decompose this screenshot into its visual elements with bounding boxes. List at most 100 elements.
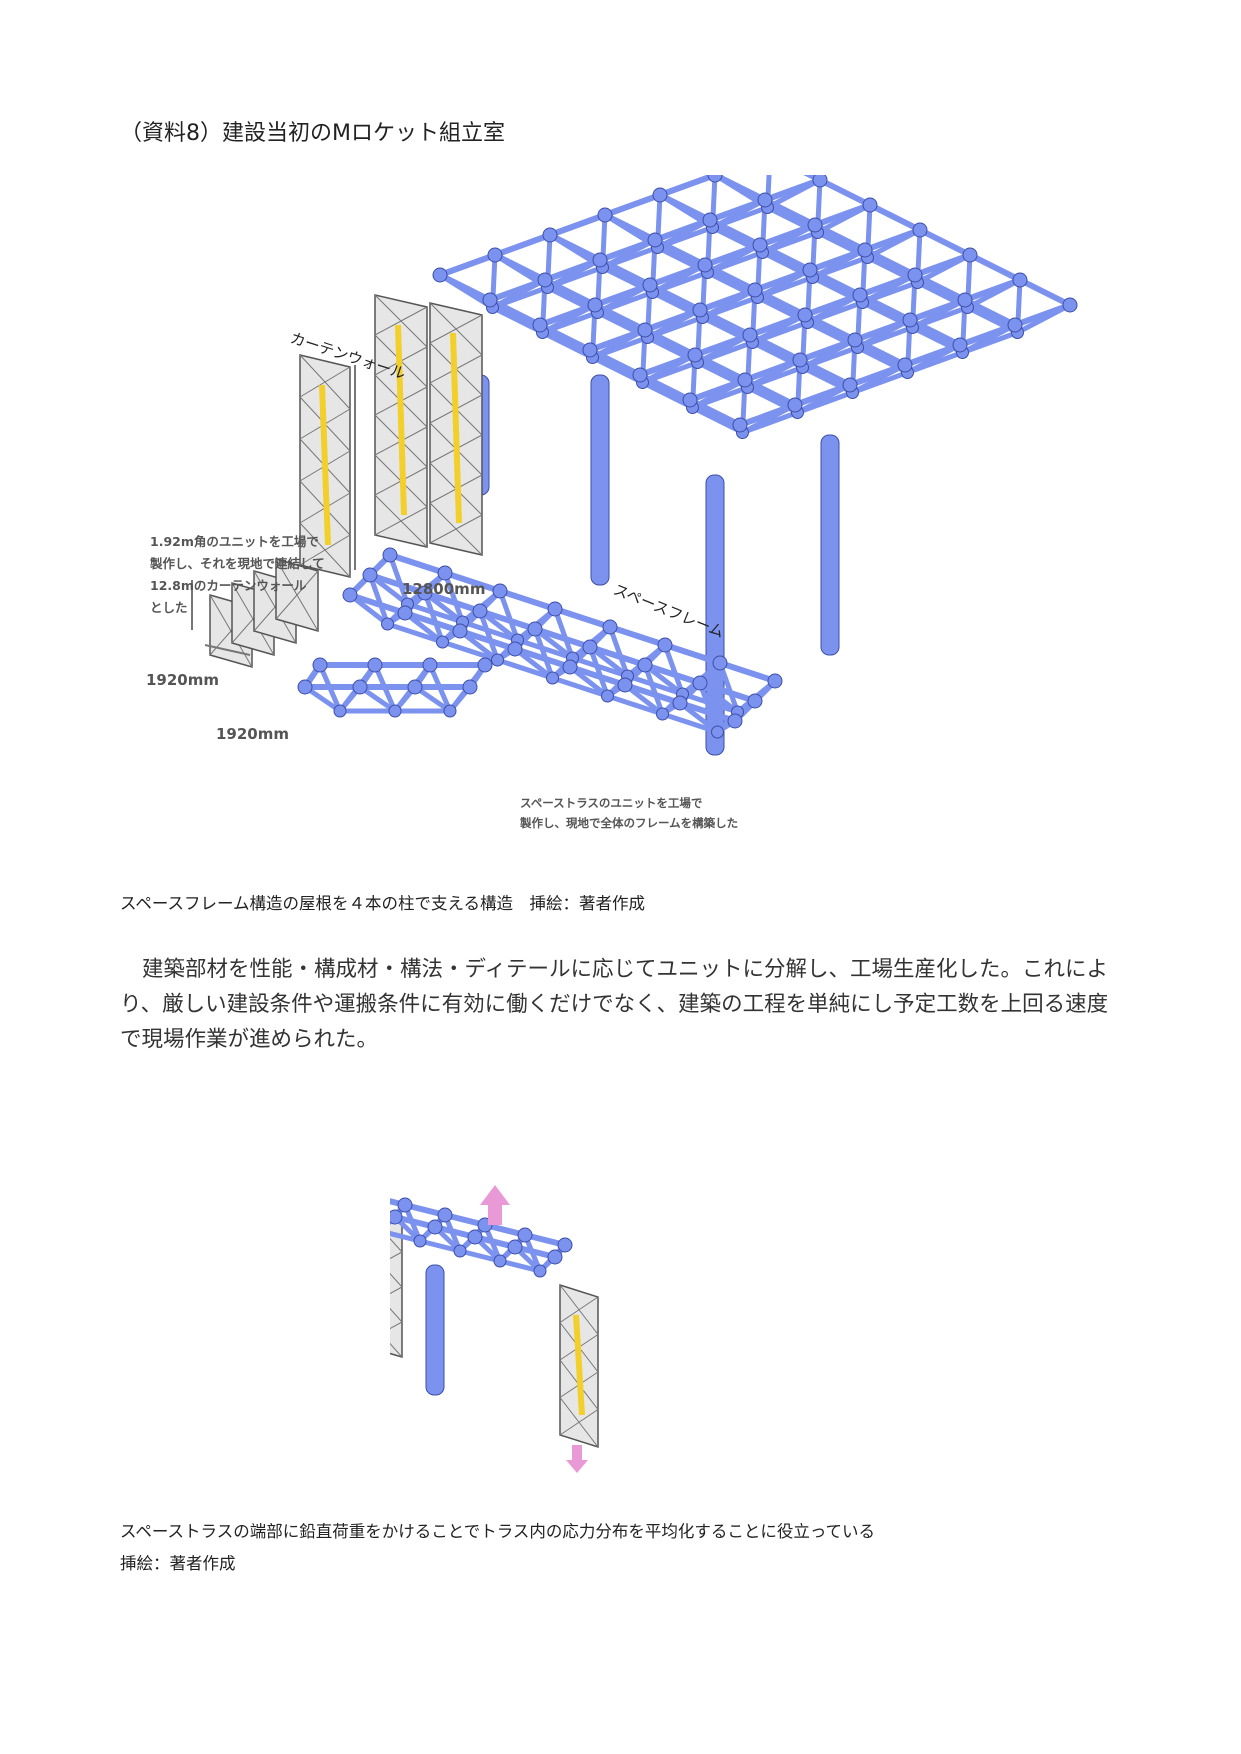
truss-node bbox=[477, 657, 493, 673]
truss-member bbox=[865, 227, 923, 260]
truss-member bbox=[640, 360, 700, 385]
truss-member bbox=[587, 644, 630, 679]
down-arrow-icon bbox=[566, 1445, 588, 1473]
truss-node bbox=[453, 1244, 467, 1258]
truss-member bbox=[697, 680, 758, 704]
truss-node bbox=[602, 619, 618, 635]
truss-member bbox=[457, 1248, 503, 1264]
truss-load-illustration bbox=[347, 1185, 599, 1473]
illustration-assembly-room: カーテンウォール スペースフレーム 1.92m角のユニットを工場で 製作し、それ… bbox=[140, 147, 1080, 835]
truss-member bbox=[850, 370, 910, 395]
truss-member bbox=[385, 621, 445, 645]
truss-member bbox=[532, 626, 575, 661]
truss-node bbox=[657, 637, 673, 653]
truss-member bbox=[367, 572, 428, 596]
truss-member bbox=[477, 608, 520, 643]
truss-member bbox=[547, 212, 608, 238]
panel-facet bbox=[275, 558, 319, 632]
truss-node bbox=[562, 659, 578, 675]
truss-member bbox=[750, 320, 810, 345]
truss-node bbox=[957, 292, 973, 308]
caption-figure-1: スペースフレーム構造の屋根を４本の柱で支える構造 挿絵：著者作成 bbox=[120, 894, 646, 913]
truss-member bbox=[697, 680, 720, 735]
truss-member bbox=[760, 230, 820, 255]
truss-member bbox=[690, 385, 750, 410]
panel-facet bbox=[374, 494, 428, 548]
truss-node bbox=[333, 704, 347, 718]
truss-member bbox=[540, 310, 600, 335]
truss-member bbox=[917, 227, 973, 258]
truss-node bbox=[601, 689, 614, 703]
truss-node bbox=[847, 332, 863, 348]
truss-member bbox=[605, 693, 665, 717]
truss-node bbox=[702, 212, 718, 228]
truss-member bbox=[422, 590, 483, 614]
truss-node bbox=[352, 679, 368, 695]
truss-member bbox=[457, 628, 518, 652]
truss-node bbox=[812, 172, 828, 188]
truss-node bbox=[712, 655, 728, 671]
truss-member bbox=[440, 639, 500, 663]
truss-node bbox=[632, 367, 648, 383]
dim-unit-height: 1920mm bbox=[146, 671, 220, 689]
truss-node bbox=[592, 252, 608, 268]
truss-node bbox=[692, 302, 708, 318]
truss-member bbox=[700, 295, 760, 320]
truss-node bbox=[732, 417, 748, 433]
space-frame-illustration bbox=[191, 147, 1078, 756]
note-curtain-wall: 1.92m角のユニットを工場で 製作し、それを現地で連結して 12.8mのカーテ… bbox=[150, 531, 325, 619]
truss-member bbox=[387, 552, 448, 576]
truss-member bbox=[552, 606, 613, 630]
truss-member bbox=[705, 250, 765, 275]
truss-node bbox=[382, 547, 398, 563]
truss-node bbox=[547, 601, 563, 617]
truss-member bbox=[607, 624, 668, 648]
truss-node bbox=[437, 1207, 453, 1223]
truss-member bbox=[1015, 302, 1073, 335]
truss-member bbox=[967, 252, 1023, 283]
truss-member bbox=[387, 552, 410, 607]
truss-node bbox=[711, 725, 724, 739]
truss-member bbox=[422, 590, 445, 645]
truss-node bbox=[767, 673, 783, 689]
truss-node bbox=[757, 192, 773, 208]
truss-member bbox=[372, 662, 398, 714]
truss-node bbox=[752, 237, 768, 253]
truss-node bbox=[1062, 297, 1078, 313]
panel-facet bbox=[559, 1284, 599, 1335]
truss-node bbox=[557, 1237, 573, 1253]
truss-node bbox=[897, 357, 913, 373]
truss-node bbox=[742, 327, 758, 343]
truss-member bbox=[532, 626, 555, 681]
truss-member bbox=[497, 588, 520, 643]
truss-member bbox=[417, 1238, 463, 1254]
truss-member bbox=[695, 340, 755, 365]
truss-node bbox=[472, 603, 488, 619]
truss-member bbox=[460, 619, 520, 643]
truss-node bbox=[637, 657, 653, 673]
up-arrow-icon bbox=[480, 1185, 510, 1225]
truss-node bbox=[297, 679, 313, 695]
truss-node bbox=[587, 297, 603, 313]
truss-node bbox=[387, 1209, 403, 1225]
truss-member bbox=[765, 177, 823, 210]
truss-node bbox=[407, 679, 423, 695]
truss-member bbox=[817, 177, 873, 208]
truss-node bbox=[842, 377, 858, 393]
truss-node bbox=[697, 257, 713, 273]
truss-member bbox=[910, 305, 970, 330]
truss-node bbox=[862, 197, 878, 213]
truss-member bbox=[677, 700, 738, 724]
truss-member bbox=[855, 325, 915, 350]
truss-member bbox=[755, 275, 815, 300]
truss-member bbox=[1017, 277, 1073, 308]
truss-node bbox=[962, 247, 978, 263]
truss-member bbox=[810, 255, 870, 280]
truss-node bbox=[617, 677, 633, 693]
truss-node bbox=[687, 347, 703, 363]
dimension-line bbox=[204, 644, 251, 656]
truss-node bbox=[362, 567, 378, 583]
truss-member bbox=[867, 202, 923, 233]
truss-node bbox=[462, 679, 478, 695]
panel-facet bbox=[559, 1397, 599, 1448]
